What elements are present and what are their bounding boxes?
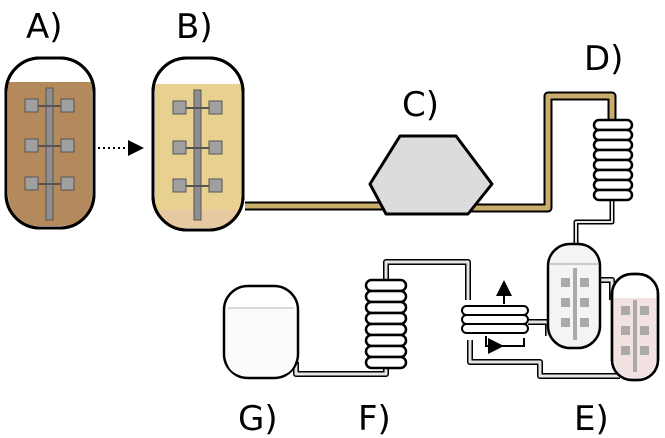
impeller-icon bbox=[24, 87, 75, 221]
centrifuge-c bbox=[368, 134, 494, 216]
label-f: F) bbox=[358, 399, 391, 438]
label-c: C) bbox=[402, 85, 439, 125]
tank-e-bottom bbox=[610, 272, 660, 382]
label-a: A) bbox=[26, 7, 63, 47]
label-e: E) bbox=[574, 399, 609, 438]
coil-d bbox=[592, 118, 634, 202]
pipe-c-to-d bbox=[470, 91, 617, 213]
label-d: D) bbox=[584, 39, 623, 79]
pipe-e-top-to-e-bottom bbox=[600, 277, 615, 300]
tank-g bbox=[222, 284, 300, 380]
vessel-a bbox=[4, 56, 96, 230]
impeller-icon bbox=[172, 89, 223, 221]
tank-e-top bbox=[546, 242, 602, 350]
pipe-d-to-e bbox=[573, 196, 615, 244]
vessel-b bbox=[151, 56, 245, 232]
pipe-f-to-g bbox=[293, 362, 389, 377]
label-g: G) bbox=[238, 399, 278, 438]
coil-f bbox=[364, 278, 408, 370]
pipe-exchanger-to-e-top bbox=[528, 319, 551, 336]
heat-exchanger bbox=[461, 280, 529, 354]
label-b: B) bbox=[176, 7, 213, 47]
pipe-exchanger-to-e-bottom bbox=[467, 340, 620, 379]
pipe-exchanger-to-f bbox=[383, 259, 471, 300]
